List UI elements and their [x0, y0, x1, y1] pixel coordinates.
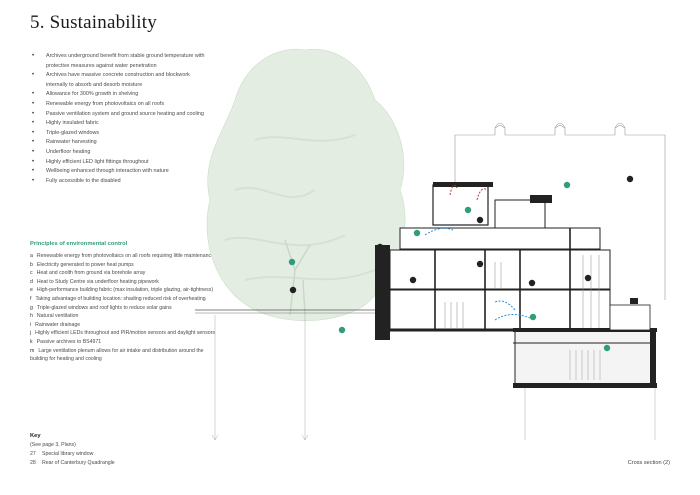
cross-section-drawing	[195, 48, 666, 441]
bullet-item: Renewable energy from photovoltaics on a…	[32, 100, 207, 110]
principle-text: Renewable energy from photovoltaics on a…	[36, 253, 214, 259]
principle-key: i	[30, 321, 32, 328]
principle-key: d	[30, 278, 33, 285]
airflow-arrows	[424, 184, 531, 321]
principle-key: k	[30, 338, 33, 345]
principle-text: High-performance building fabric (max in…	[36, 287, 214, 294]
building-section	[375, 182, 657, 388]
key-item-number: 27	[30, 451, 36, 457]
key-item-number: 28	[30, 460, 36, 466]
key-heading: Key	[30, 433, 41, 439]
bullet-item: Triple-glazed windows	[32, 129, 207, 139]
sustainability-bullet-list: Archives underground benefit from stable…	[32, 52, 207, 186]
tree-illustration	[206, 48, 406, 321]
principle-text: Taking advantage of building location: s…	[35, 295, 206, 302]
principle-key: h	[30, 313, 33, 320]
page-title: 5. Sustainability	[30, 12, 157, 33]
bullet-item: Highly efficient LED light fittings thro…	[32, 158, 207, 168]
principle-key: b	[30, 261, 33, 268]
principle-text: Electricity generated to power heat pump…	[36, 261, 134, 268]
key-item: 27 Special library window	[30, 450, 200, 459]
bullet-item: Underfloor heating	[32, 148, 207, 158]
principle-text: Triple-glazed windows and roof lights to…	[36, 304, 172, 311]
quadrangle-outline	[454, 122, 666, 300]
bullet-item: Fully accessible to the disabled	[32, 177, 207, 187]
key-note: (See page 3, Plans)	[30, 442, 76, 448]
figure-caption: Cross section (2)	[627, 460, 670, 466]
principle-key: g	[30, 304, 33, 311]
principle-text: Heat and coolth from ground via borehole…	[36, 270, 146, 277]
key-item-text: Rear of Canterbury Quadrangle	[42, 460, 115, 466]
principle-key: f	[30, 295, 32, 302]
principle-text: Rainwater drainage	[35, 321, 81, 328]
principle-key: a	[30, 253, 33, 259]
principles-heading: Principles of environmental control	[30, 241, 128, 247]
principle-key: j	[30, 330, 32, 337]
principle-text: Large ventilation plenum allows for air …	[30, 347, 204, 363]
principle-text: Heat to Study Centre via underfloor heat…	[36, 278, 159, 285]
teal-markers	[288, 181, 611, 352]
bullet-item: Rainwater harvesting	[32, 138, 207, 148]
key-item-text: Special library window	[42, 451, 94, 457]
principle-key: e	[30, 287, 33, 294]
bullet-item: Passive ventilation system and ground so…	[32, 110, 207, 120]
bullet-item: Allowance for 300% growth in shelving	[32, 90, 207, 100]
bullet-item: Archives underground benefit from stable…	[32, 52, 207, 71]
bullet-item: Highly insulated fabric	[32, 119, 207, 129]
bullet-item: Archives have massive concrete construct…	[32, 71, 207, 90]
bullet-item: Wellbeing enhanced through interaction w…	[32, 167, 207, 177]
black-markers	[289, 175, 634, 294]
principle-text: Passive archives to BS4971	[36, 338, 102, 345]
principle-key: c	[30, 270, 33, 277]
principle-key: m	[30, 347, 35, 354]
key-item: 28 Rear of Canterbury Quadrangle	[30, 459, 200, 468]
key-block: Key (See page 3, Plans) 27 Special librar…	[30, 432, 200, 468]
principle-text: Highly efficient LEDs throughout and PIR…	[35, 330, 215, 337]
principle-text: Natural ventilation	[36, 313, 79, 320]
